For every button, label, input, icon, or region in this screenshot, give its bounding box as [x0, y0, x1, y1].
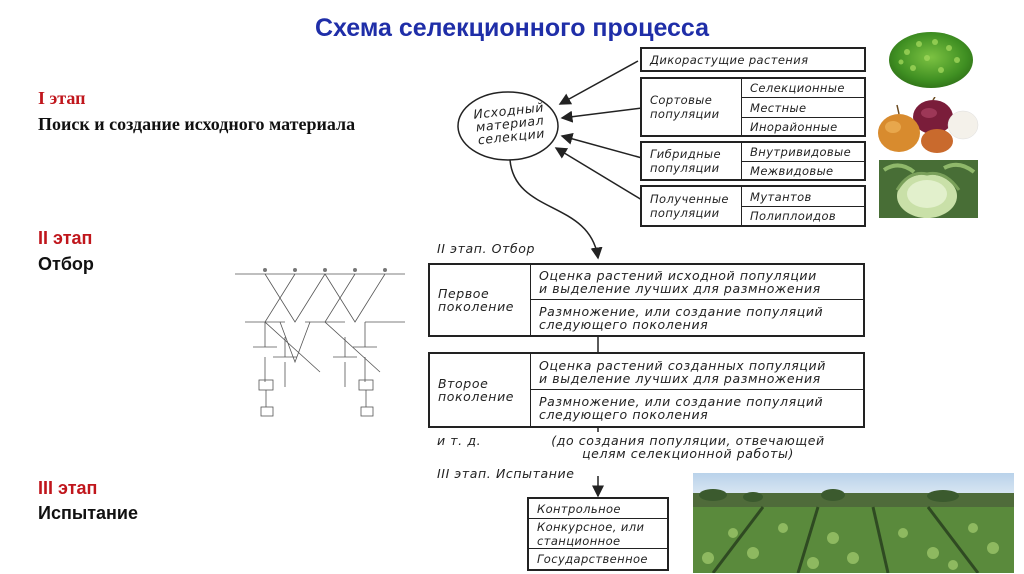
obtained-populations-box: Полученные популяции Мутантов Полиплоидо… — [640, 185, 866, 227]
etc-note-line: (до создания популяции, отвечающей — [551, 433, 825, 448]
microgreens-photo-icon — [887, 30, 975, 92]
etc-note-line: целям селекционной работы) — [582, 446, 794, 461]
second-generation-label-line: Второе — [438, 376, 489, 391]
evaluation-line: Оценка растений созданных популяций — [539, 357, 826, 373]
first-generation-label-line: Первое — [438, 286, 490, 301]
second-generation-evaluation: Оценка растений созданных популяций и вы… — [531, 354, 863, 389]
first-generation-label-line: поколение — [438, 299, 515, 314]
second-generation-label: Второе поколение — [430, 354, 530, 426]
obtained-item: Полиплоидов — [750, 209, 837, 223]
trials-box: Контрольное Конкурсное, или станционное … — [527, 497, 669, 571]
first-generation-evaluation: Оценка растений исходной популяции и выд… — [531, 265, 863, 299]
trial-state: Государственное — [537, 552, 648, 566]
second-generation-reproduction: Размножение, или создание популяций след… — [531, 390, 863, 426]
varietal-label-line: Сортовые — [650, 93, 713, 107]
varietal-label-line: популяции — [650, 107, 720, 121]
second-generation-box: Второе поколение Оценка растений созданн… — [428, 352, 865, 428]
etc-label: и т. д. — [437, 433, 482, 448]
stage-2-label: II этап — [38, 228, 93, 248]
stage-1-label: I этап — [38, 88, 86, 108]
stage-3-label: III этап — [38, 478, 98, 498]
first-generation-box: Первое поколение Оценка растений исходно… — [428, 263, 865, 337]
cabbage-photo-icon — [879, 160, 978, 218]
stage-1-desc: Поиск и создание исходного материала — [38, 114, 356, 134]
varietal-item: Селекционные — [750, 81, 845, 95]
stage-2-desc: Отбор — [38, 254, 94, 274]
cabbage-field-photo-icon — [693, 473, 1014, 573]
hybrid-item: Внутривидовые — [750, 145, 852, 159]
hybrid-label: Гибридные популяции — [642, 143, 741, 179]
obtained-label-line: Полученные — [650, 192, 729, 206]
obtained-label: Полученные популяции — [642, 187, 741, 225]
evaluation-line: и выделение лучших для размножения — [539, 281, 821, 296]
stage-3-desc: Испытание — [38, 503, 138, 523]
trial-competitive-line: Конкурсное, или — [537, 519, 645, 534]
wild-plants-label: Дикорастущие растения — [650, 52, 809, 67]
obtained-item: Мутантов — [750, 189, 812, 204]
hybrid-item: Межвидовые — [750, 163, 834, 178]
trial-control: Контрольное — [537, 501, 621, 516]
evaluation-line: и выделение лучших для размножения — [539, 370, 821, 386]
first-generation-reproduction: Размножение, или создание популяций след… — [531, 300, 863, 335]
wild-plants-box: Дикорастущие растения — [640, 47, 866, 72]
obtained-label-line: популяции — [650, 206, 720, 220]
source-material-node: Исходный материал селекции — [468, 99, 552, 147]
reproduction-line: Размножение, или создание популяций — [539, 303, 824, 319]
hybrid-label-line: популяции — [650, 161, 720, 175]
varietal-item: Инорайонные — [750, 119, 838, 134]
pedigree-scheme-icon — [235, 268, 405, 417]
onions-photo-icon — [877, 97, 979, 155]
etc-note: (до создания популяции, отвечающей целям… — [528, 434, 848, 460]
varietal-populations-box: Сортовые популяции Селекционные Местные … — [640, 77, 866, 137]
trial-competitive-line: станционное — [537, 533, 621, 548]
hybrid-populations-box: Гибридные популяции Внутривидовые Межвид… — [640, 141, 866, 181]
trial-competitive: Конкурсное, или станционное — [529, 519, 667, 548]
reproduction-line: следующего поколения — [539, 407, 709, 422]
hybrid-label-line: Гибридные — [650, 147, 721, 161]
page-title: Схема селекционного процесса — [314, 14, 710, 42]
reproduction-line: следующего поколения — [539, 316, 709, 332]
stage-3-heading: III этап. Испытание — [437, 466, 575, 481]
reproduction-line: Размножение, или создание популяций — [539, 394, 824, 409]
first-generation-label: Первое поколение — [430, 265, 530, 335]
varietal-item: Местные — [750, 100, 807, 115]
evaluation-line: Оценка растений исходной популяции — [539, 268, 817, 283]
varietal-label: Сортовые популяции — [642, 79, 741, 135]
second-generation-label-line: поколение — [438, 389, 515, 404]
stage-2-heading: II этап. Отбор — [437, 241, 536, 256]
